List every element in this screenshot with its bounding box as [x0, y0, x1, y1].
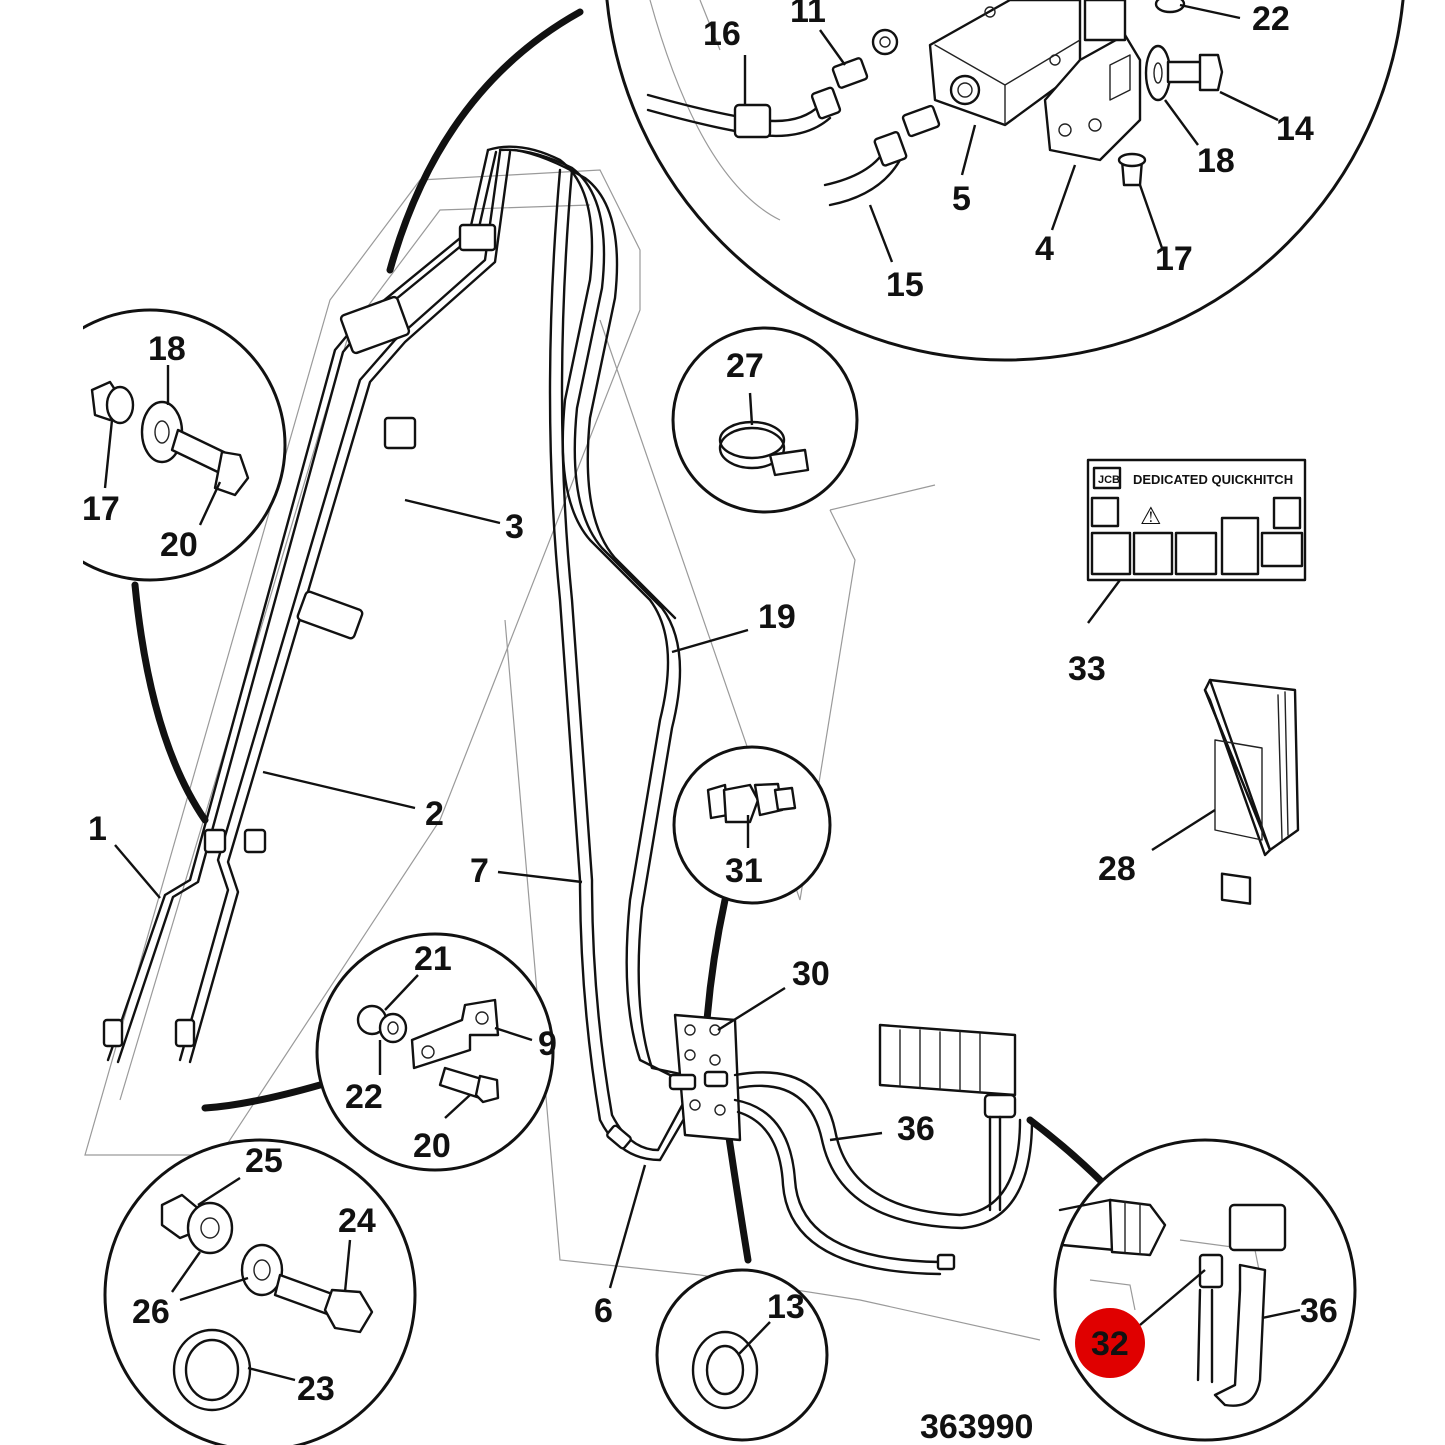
label-part-7: 7 [470, 852, 489, 890]
label-part-9: 9 [538, 1025, 557, 1063]
label-part-5: 5 [952, 180, 971, 218]
label-part-4: 4 [1035, 230, 1054, 268]
decal-quickhitch: JCB DEDICATED QUICKHITCH ⚠ [1086, 458, 1307, 582]
highlight-marker [1075, 1308, 1145, 1378]
label-part-32: 32 [1091, 1325, 1129, 1363]
label-part-15: 15 [886, 266, 924, 304]
label-part-1: 1 [88, 810, 107, 848]
detail-circle-nut [103, 1138, 417, 1445]
label-part-22-mid: 22 [345, 1078, 383, 1116]
label-part-24: 24 [338, 1202, 376, 1240]
label-part-30: 30 [792, 955, 830, 993]
label-part-20-left: 20 [160, 526, 198, 564]
operator-manual [1203, 678, 1300, 905]
label-part-13: 13 [767, 1288, 805, 1326]
detail-circle-fitting [1053, 1138, 1357, 1442]
detail-circle-valve [605, 0, 1405, 362]
detail-circle-grommet [655, 1268, 829, 1442]
decal-title: DEDICATED QUICKHITCH [1133, 472, 1293, 487]
label-part-17-top: 17 [1155, 240, 1193, 278]
diagram-reference-number: 363990 [920, 1408, 1033, 1445]
warning-icon: ⚠ [1140, 503, 1162, 530]
label-part-26: 26 [132, 1293, 170, 1331]
label-part-23: 23 [297, 1370, 335, 1408]
leader-lines [103, 3, 1301, 1382]
label-part-14: 14 [1276, 110, 1314, 148]
detail-circle-bracket [315, 932, 555, 1172]
label-part-19: 19 [758, 598, 796, 636]
detail-circle-bolt-left [0, 300, 287, 590]
label-part-22-top: 22 [1252, 0, 1290, 38]
label-part-2: 2 [425, 795, 444, 833]
label-part-20-mid: 20 [413, 1127, 451, 1165]
label-part-3: 3 [505, 508, 524, 546]
label-part-6: 6 [594, 1292, 613, 1330]
label-part-16: 16 [703, 15, 741, 53]
decal-logo: JCB [1098, 474, 1120, 486]
label-part-27: 27 [726, 347, 764, 385]
detail-circle-adapter [672, 745, 832, 905]
label-part-36-detail: 36 [1300, 1292, 1338, 1330]
label-part-18-left: 18 [148, 330, 186, 368]
pipe-assembly [102, 145, 702, 1162]
part-labels: 1 2 3 4 5 6 7 9 11 13 14 15 16 17 17 18 … [82, 0, 1338, 1408]
hose-36-route [733, 1023, 1034, 1276]
label-part-11: 11 [790, 0, 826, 30]
label-part-31: 31 [725, 852, 763, 890]
label-part-17-left: 17 [82, 490, 120, 528]
label-part-36-mid: 36 [897, 1110, 935, 1148]
manifold-block [668, 1013, 742, 1142]
label-part-18-top: 18 [1197, 142, 1235, 180]
label-part-21: 21 [414, 940, 452, 978]
label-part-28: 28 [1098, 850, 1136, 888]
label-part-25: 25 [245, 1142, 283, 1180]
label-part-33: 33 [1068, 650, 1106, 688]
detail-circle-clip [671, 326, 859, 514]
